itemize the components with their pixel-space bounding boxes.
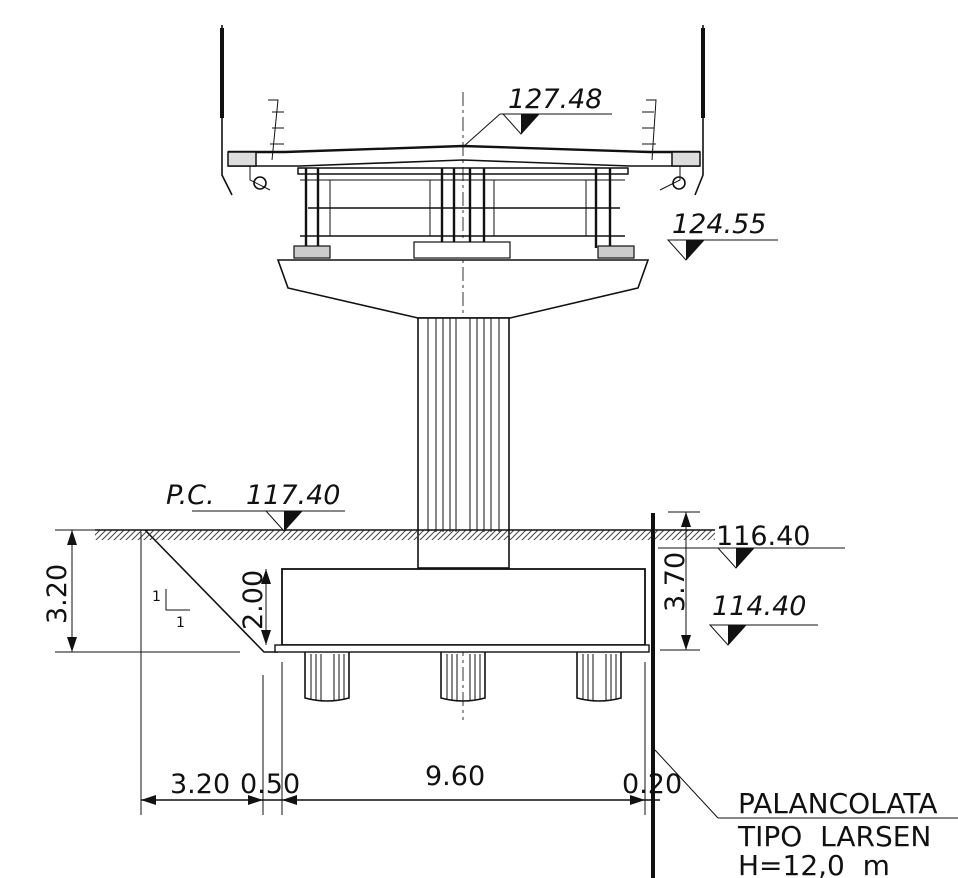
deck bbox=[220, 25, 705, 259]
pier-column bbox=[417, 317, 510, 569]
sheet-pile-depth-label: 3.70 bbox=[660, 552, 691, 612]
right-safety-barrier bbox=[642, 99, 657, 161]
slope-ratio-symbol bbox=[165, 589, 190, 611]
level-marker-top-footing: 116.40 bbox=[658, 521, 845, 569]
lean-concrete bbox=[274, 644, 650, 653]
left-drain-pipe bbox=[253, 176, 267, 190]
level-marker-ground: P.C. 117.40 bbox=[166, 480, 345, 532]
footing-height-label: 2.00 bbox=[238, 570, 269, 630]
dimension-chain-bottom: 3.20 0.50 9.60 0.20 bbox=[140, 532, 682, 815]
lean-offset-label: 0.50 bbox=[240, 769, 300, 800]
sheet-pile-note-line2: TIPO LARSEN bbox=[737, 820, 931, 853]
excavation-height-label: 3.20 bbox=[42, 564, 73, 624]
deck-slab-top bbox=[228, 144, 700, 154]
ground-level-prefix: P.C. bbox=[166, 480, 215, 511]
footing bbox=[281, 568, 646, 646]
dimension-excavation-height: 3.20 bbox=[42, 529, 240, 653]
top-footing-level-label: 116.40 bbox=[716, 521, 810, 552]
slope-ratio-vertical: 1 bbox=[152, 589, 161, 605]
deck-slab-bottom bbox=[228, 159, 700, 167]
level-marker-bottom-footing: 114.40 bbox=[708, 591, 818, 646]
sheet-pile-note-line3: H=12,0 m bbox=[738, 849, 890, 878]
pile-gap-label: 0.20 bbox=[622, 769, 682, 800]
bottom-footing-level-label: 114.40 bbox=[712, 591, 806, 622]
left-safety-barrier bbox=[268, 99, 284, 161]
bearing-center bbox=[413, 241, 511, 259]
dimension-footing-height: 2.00 bbox=[238, 569, 271, 645]
footing-width-label: 9.60 bbox=[425, 761, 485, 792]
sheet-pile-note: PALANCOLATA TIPO LARSEN H=12,0 m bbox=[654, 749, 958, 878]
ground-surface bbox=[95, 530, 715, 540]
level-marker-deck: 127.48 bbox=[462, 84, 612, 148]
slope-ratio-horizontal: 1 bbox=[176, 615, 185, 631]
ground-level-label: 117.40 bbox=[246, 480, 340, 511]
dimension-sheet-pile-depth: 3.70 bbox=[660, 511, 700, 651]
pier-cap-level-label: 124.55 bbox=[672, 209, 766, 240]
steel-girders bbox=[297, 167, 629, 248]
right-curb bbox=[671, 151, 701, 167]
level-marker-pier-cap: 124.55 bbox=[666, 209, 778, 261]
bearing-left bbox=[293, 245, 331, 259]
left-curb bbox=[227, 151, 257, 167]
sheet-pile-note-line1: PALANCOLATA bbox=[738, 787, 938, 820]
piles bbox=[304, 652, 622, 702]
bearing-right bbox=[597, 245, 635, 259]
slope-offset-label: 3.20 bbox=[170, 769, 230, 800]
deck-level-label: 127.48 bbox=[508, 84, 602, 115]
pier-cap bbox=[276, 259, 650, 319]
excavation-slope bbox=[144, 529, 278, 653]
